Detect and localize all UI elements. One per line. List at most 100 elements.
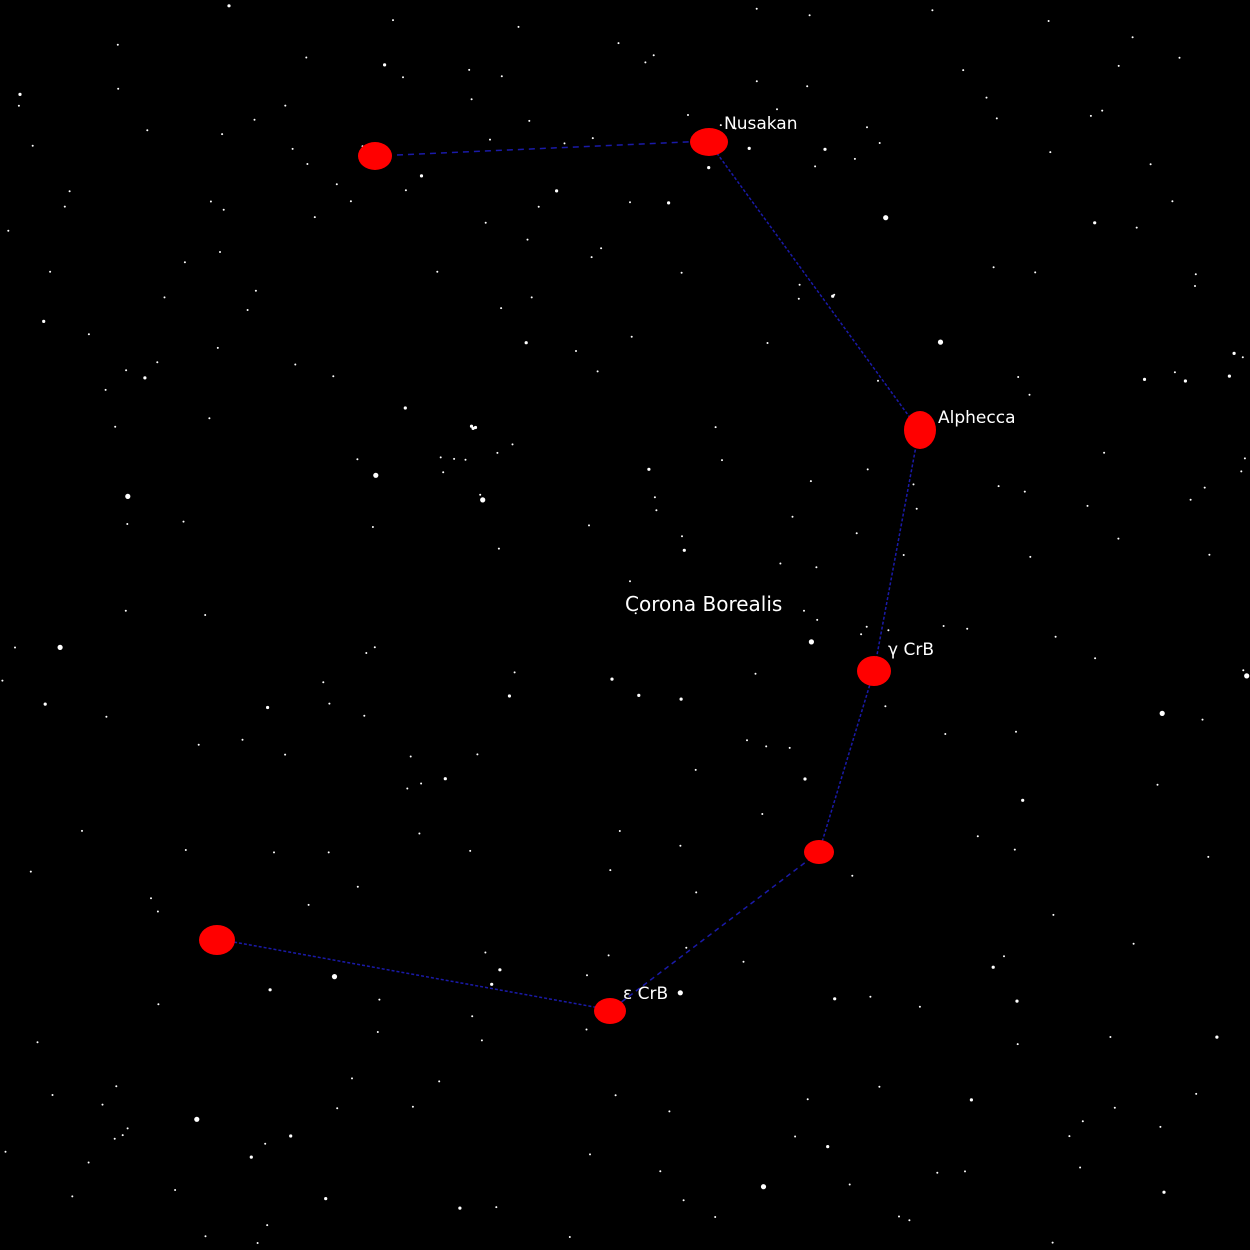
- background-star: [306, 163, 309, 165]
- background-star: [496, 451, 499, 454]
- star-marker-delta-crb[interactable]: [804, 840, 834, 864]
- background-star: [204, 1235, 207, 1238]
- background-star: [680, 271, 683, 274]
- background-star: [114, 425, 117, 428]
- background-star: [1242, 669, 1245, 672]
- star-marker-alphecca[interactable]: [904, 411, 936, 449]
- background-star: [878, 142, 881, 144]
- background-star: [617, 42, 620, 45]
- background-star: [1203, 486, 1206, 489]
- background-star: [1171, 200, 1174, 203]
- background-star: [629, 580, 631, 583]
- background-star: [126, 523, 129, 525]
- background-star: [335, 183, 338, 186]
- background-star: [121, 1134, 124, 1137]
- background-star: [513, 671, 516, 674]
- star-marker-epsilon-crb[interactable]: [594, 998, 626, 1024]
- background-star: [634, 612, 637, 615]
- background-star: [944, 733, 947, 735]
- background-star: [694, 768, 697, 771]
- background-star: [755, 7, 758, 10]
- background-star: [49, 270, 52, 273]
- background-star: [833, 997, 837, 1001]
- background-star: [500, 307, 503, 310]
- background-star: [473, 425, 478, 430]
- background-star: [365, 652, 368, 654]
- background-star: [157, 1003, 160, 1006]
- background-star: [464, 458, 467, 461]
- background-star: [1049, 151, 1052, 154]
- background-star: [29, 870, 32, 873]
- background-star: [4, 1150, 7, 1153]
- background-star: [1227, 374, 1231, 378]
- star-marker-nusakan[interactable]: [690, 128, 728, 156]
- background-star: [273, 851, 275, 854]
- background-star: [1086, 504, 1089, 507]
- star-marker-iota-crb[interactable]: [199, 925, 235, 955]
- background-star: [419, 174, 424, 178]
- background-stars: [1, 4, 1250, 1244]
- background-star: [679, 844, 682, 847]
- background-star: [87, 333, 90, 336]
- background-star: [1113, 1106, 1116, 1109]
- background-star: [18, 92, 22, 96]
- background-star: [184, 849, 187, 851]
- background-star: [294, 363, 297, 366]
- background-star: [156, 361, 159, 364]
- background-star: [816, 618, 819, 621]
- background-star: [43, 702, 47, 706]
- background-star: [498, 968, 502, 972]
- background-star: [1068, 1135, 1071, 1138]
- background-star: [439, 456, 442, 459]
- background-star: [436, 270, 439, 273]
- background-star: [402, 76, 404, 79]
- background-star: [652, 54, 655, 57]
- star-label-nusakan: Nusakan: [724, 114, 798, 134]
- constellation-stars: [199, 128, 936, 1024]
- star-marker-1[interactable]: [358, 142, 392, 170]
- background-star: [568, 1236, 571, 1238]
- background-star: [264, 1142, 267, 1145]
- background-star: [1017, 376, 1020, 378]
- background-star: [618, 830, 621, 832]
- line-star1-nusakan: [374, 140, 709, 157]
- background-star: [7, 229, 10, 232]
- background-star: [995, 117, 998, 120]
- background-star: [209, 200, 212, 203]
- background-star: [806, 1098, 809, 1101]
- background-star: [588, 524, 590, 527]
- background-star: [490, 982, 494, 986]
- background-star: [898, 1215, 900, 1218]
- background-star: [253, 118, 256, 121]
- background-star: [555, 189, 559, 193]
- background-star: [1029, 555, 1032, 558]
- background-star: [1103, 451, 1106, 454]
- background-star: [403, 406, 407, 410]
- background-star: [182, 520, 185, 523]
- background-star: [586, 974, 588, 977]
- background-star: [1135, 226, 1138, 229]
- star-marker-gamma-crb[interactable]: [857, 656, 891, 686]
- background-star: [1159, 710, 1165, 717]
- background-star: [823, 147, 827, 151]
- background-star: [174, 1189, 177, 1191]
- background-star: [327, 851, 330, 854]
- background-star: [1215, 1035, 1219, 1039]
- background-star: [803, 777, 807, 781]
- background-star: [1243, 457, 1246, 460]
- background-star: [1117, 537, 1120, 540]
- background-star: [227, 4, 231, 8]
- background-star: [1021, 798, 1025, 802]
- background-star: [833, 293, 836, 296]
- background-star: [607, 954, 610, 957]
- background-star: [126, 1127, 129, 1130]
- background-star: [1109, 1036, 1112, 1038]
- background-star: [869, 995, 872, 998]
- background-star: [610, 677, 614, 681]
- background-star: [776, 108, 778, 111]
- background-star: [266, 705, 270, 710]
- background-star: [575, 350, 577, 352]
- background-star: [742, 960, 745, 963]
